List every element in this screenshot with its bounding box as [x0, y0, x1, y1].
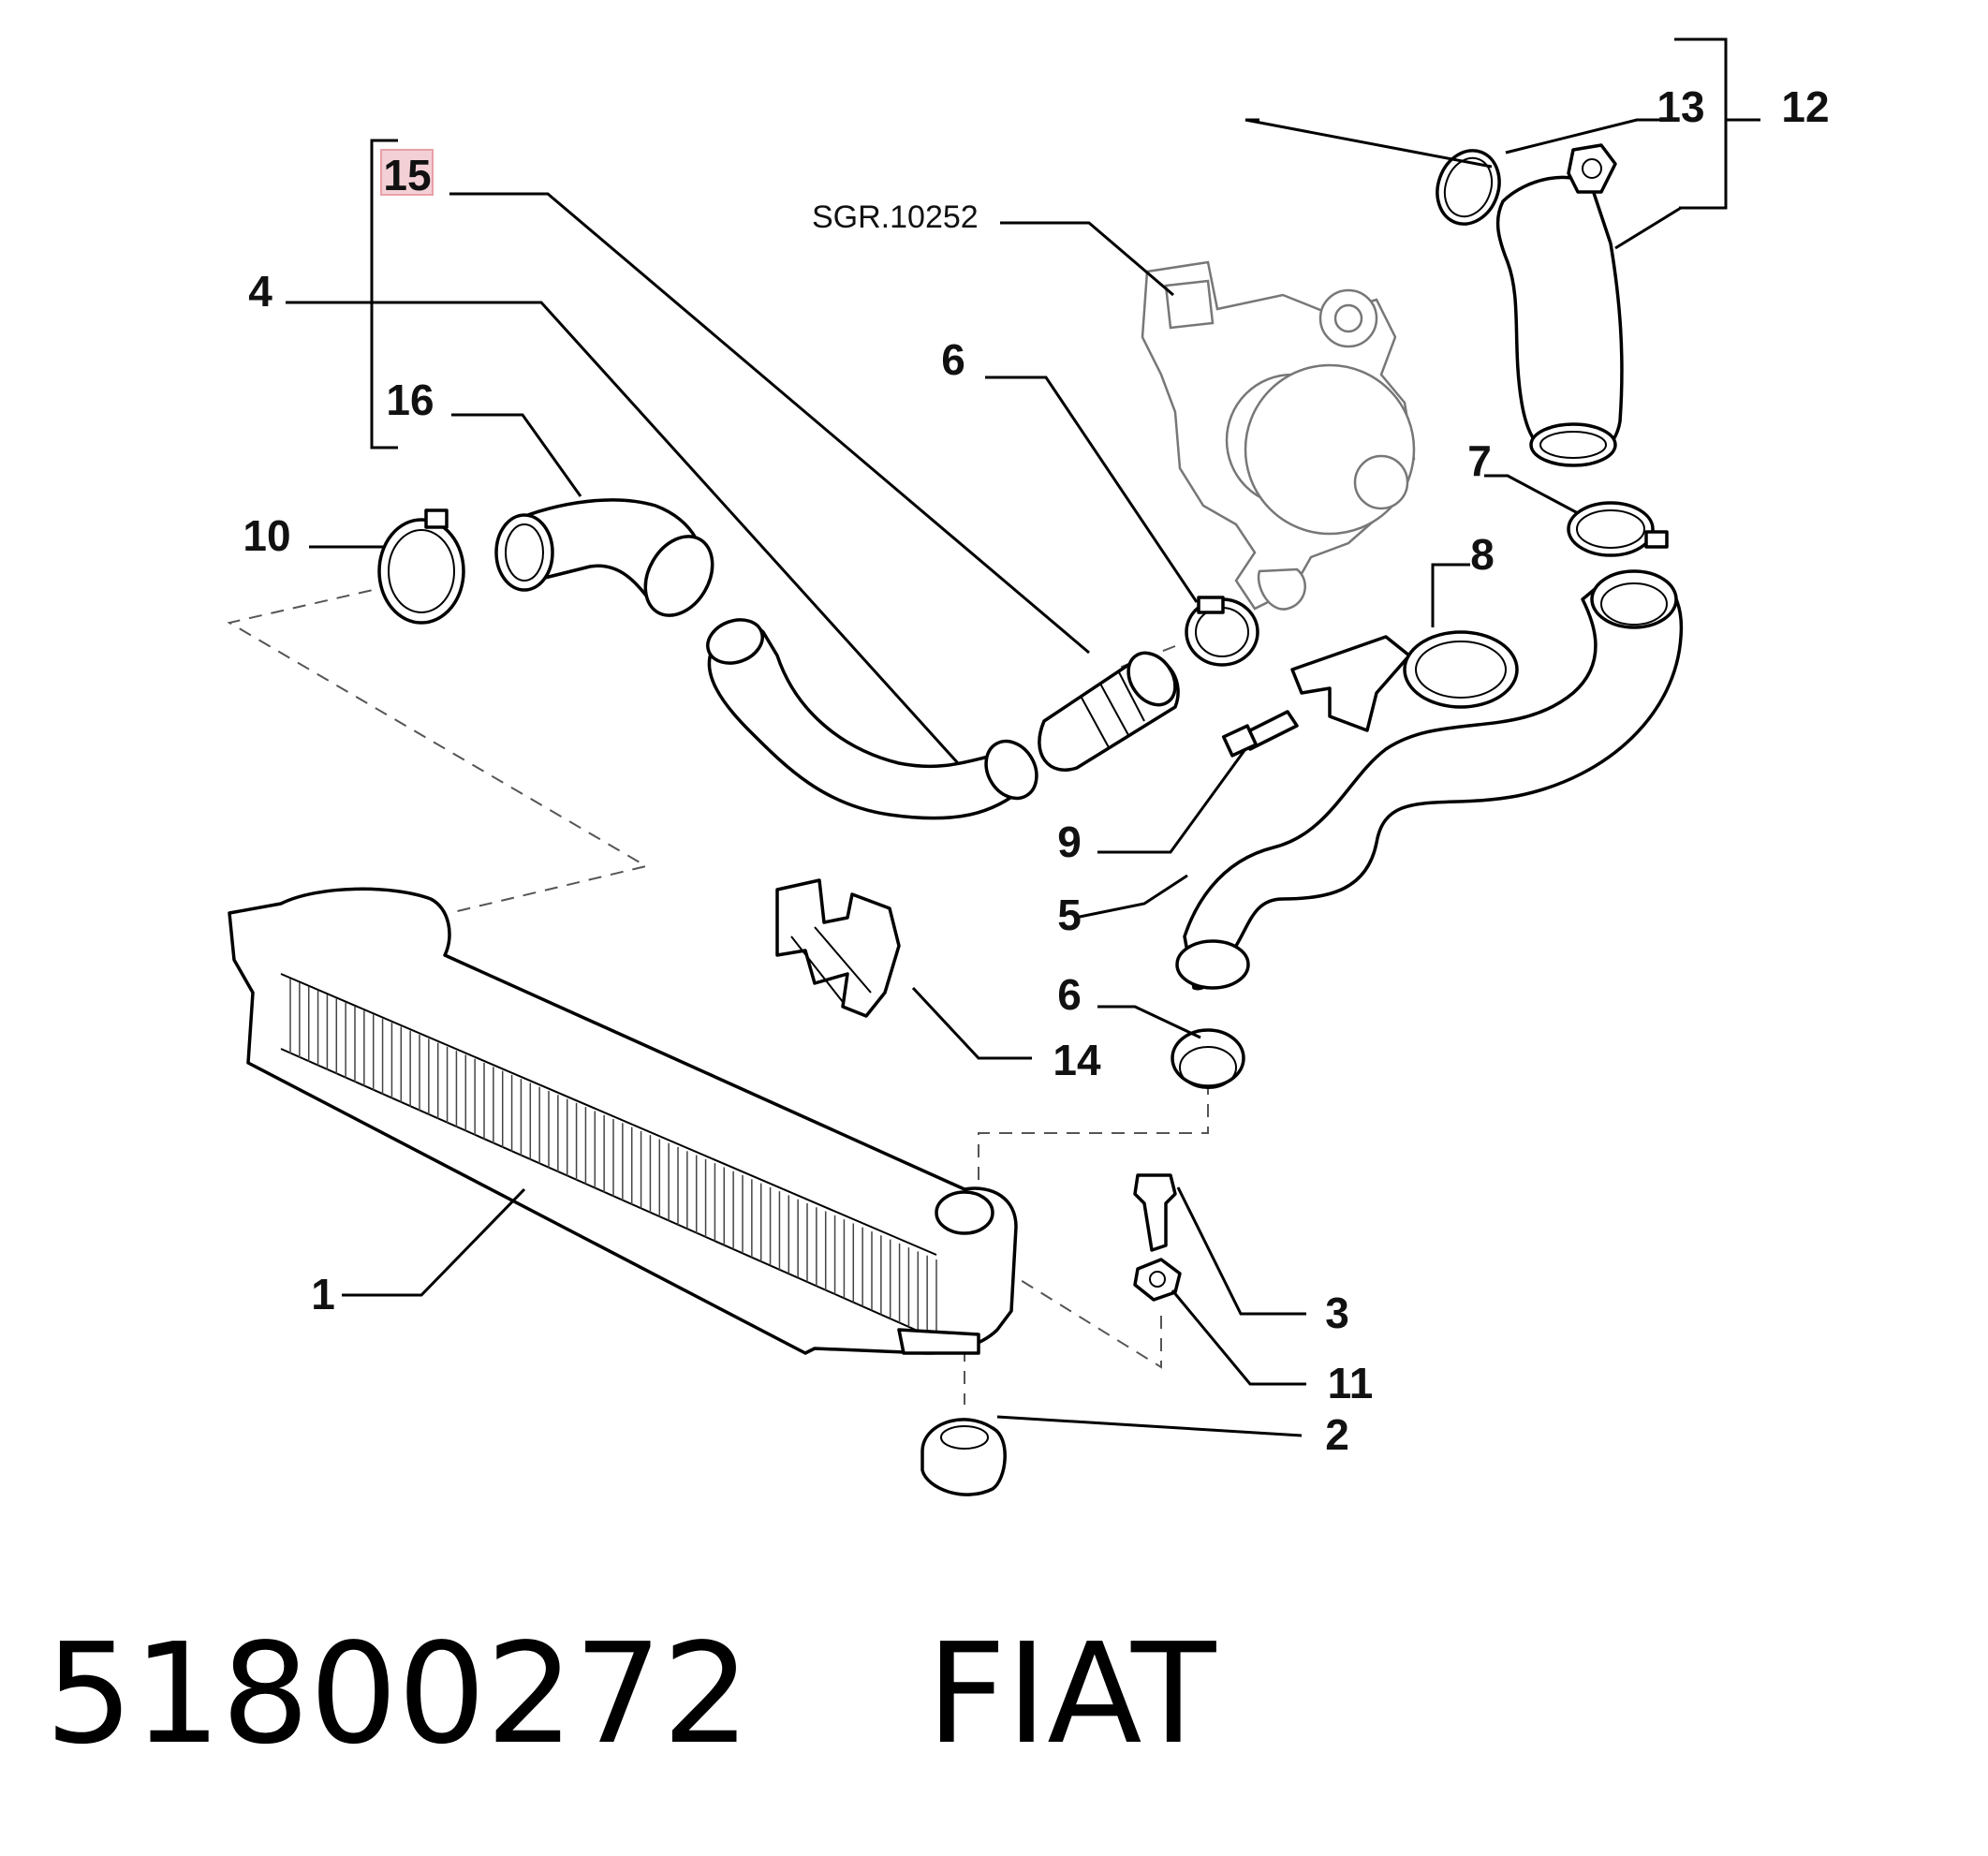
nut-11 — [1133, 1258, 1182, 1302]
callout-5: 5 — [1057, 891, 1082, 939]
callout-6-upper: 6 — [941, 335, 965, 384]
leader-lines — [286, 118, 1682, 1437]
callout-13: 13 — [1657, 82, 1704, 131]
callout-16: 16 — [386, 376, 434, 424]
hose-clamp-10 — [377, 508, 465, 625]
bolt-3 — [1133, 1173, 1177, 1252]
callout-7: 7 — [1467, 436, 1492, 485]
footer-caption: 51800272 FIAT — [45, 1625, 1215, 1763]
callout-15: 15 — [383, 151, 431, 199]
turbo-outlet-pipe-12 — [1495, 143, 1624, 467]
hose-clamp-6-lower — [1171, 1028, 1245, 1089]
elbow-hose-16 — [494, 498, 714, 617]
connector-hose-15 — [1038, 651, 1180, 772]
intercooler-outlet-hose-5 — [1175, 569, 1684, 991]
reference-label: SGR.10252 — [812, 199, 979, 235]
rubber-mount-2 — [920, 1418, 1007, 1496]
intercooler-1 — [228, 887, 1018, 1355]
group-bracket-15-16 — [370, 139, 398, 449]
callout-2: 2 — [1325, 1410, 1349, 1459]
highlight-box-15 — [380, 149, 434, 196]
callout-3: 3 — [1325, 1289, 1349, 1337]
callout-10: 10 — [243, 511, 290, 560]
callout-1: 1 — [311, 1270, 335, 1318]
mounting-bracket-8 — [1290, 630, 1519, 732]
callout-9: 9 — [1057, 818, 1082, 866]
hose-clamp-6-upper — [1185, 596, 1259, 667]
intercooler-core-fins — [289, 979, 937, 1339]
hose-clip-14 — [775, 878, 901, 1018]
o-ring-13 — [1436, 149, 1501, 226]
group-bracket-12-13 — [1674, 37, 1760, 210]
turbocharger-drawing — [1141, 260, 1416, 611]
brand-name: FIAT — [926, 1613, 1216, 1775]
callout-11: 11 — [1328, 1359, 1374, 1407]
callout-14: 14 — [1053, 1036, 1101, 1084]
callout-6-lower: 6 — [1057, 970, 1082, 1019]
intercooler-inlet-pipe-4 — [706, 618, 1038, 820]
callout-4: 4 — [248, 267, 272, 316]
part-number: 51800272 — [45, 1613, 751, 1775]
callout-12: 12 — [1781, 82, 1829, 131]
callout-8: 8 — [1470, 530, 1495, 579]
callout-labels: 1 2 3 4 5 6 6 7 8 9 10 11 12 13 14 15 16… — [243, 82, 1829, 1459]
bolt-9 — [1221, 710, 1299, 758]
hose-clamp-7 — [1567, 501, 1669, 557]
